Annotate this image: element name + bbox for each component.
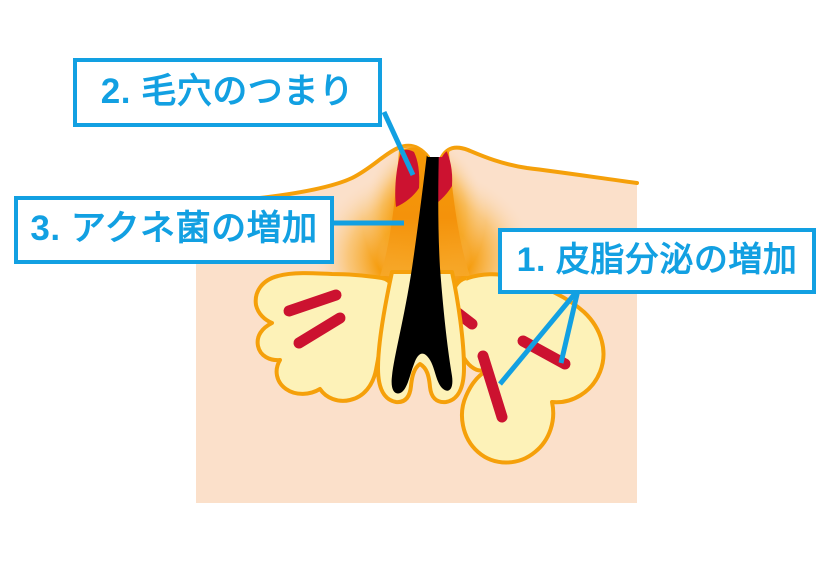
callout-2-label: 2. 毛穴のつまり (100, 71, 355, 111)
pointer-line-callout-2 (381, 110, 416, 177)
inflamed-tissue-left (395, 149, 420, 207)
gland-dashes-left (283, 289, 346, 349)
callout-3-label: 3. アクネ菌の増加 (30, 209, 318, 248)
callout-box-sebum-secretion[interactable]: 1. 皮脂分泌の増加 (498, 228, 816, 294)
callout-box-acne-bacteria[interactable]: 3. アクネ菌の増加 (14, 196, 334, 264)
pointer-line-callout-1-a (498, 288, 580, 386)
callout-box-clogged-pore[interactable]: 2. 毛穴のつまり (73, 58, 382, 127)
pointer-line-callout-1-b (558, 289, 581, 364)
callout-1-label: 1. 皮脂分泌の増加 (516, 240, 798, 279)
